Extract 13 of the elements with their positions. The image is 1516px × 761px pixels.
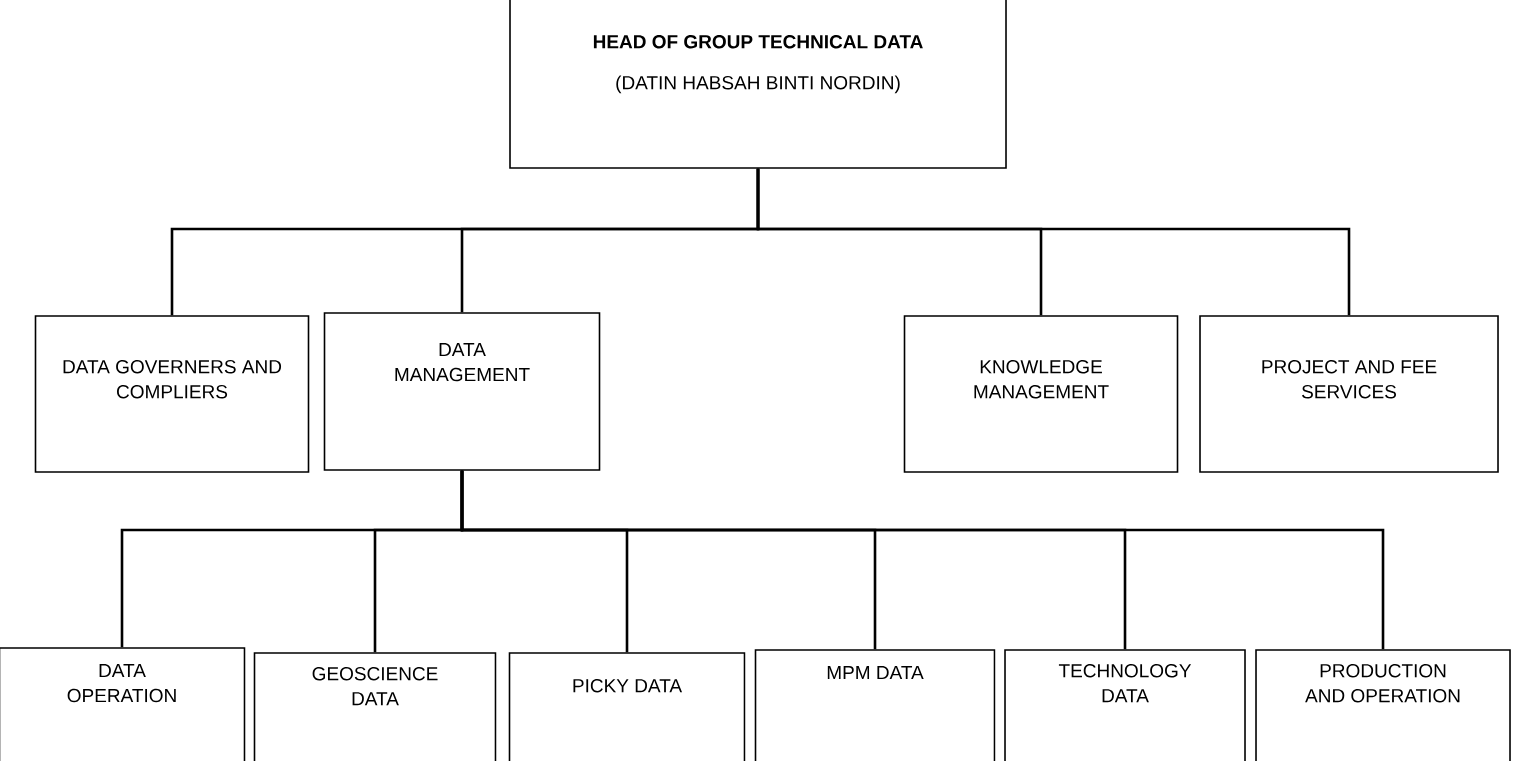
org-box: PROJECT AND FEE SERVICES: [1199, 315, 1499, 473]
org-box: PICKY DATA: [508, 652, 746, 761]
org-box: TECHNOLOGY DATA: [1004, 649, 1246, 761]
org-box: KNOWLEDGE MANAGEMENT: [903, 315, 1179, 473]
org-box: DATA GOVERNERS AND COMPLIERS: [34, 315, 310, 473]
org-box: HEAD OF GROUP TECHNICAL DATA (DATIN HABSAH BINTI NORDIN): [509, 0, 1007, 169]
connector-line: [460, 470, 1385, 650]
connector-line: [756, 168, 1351, 316]
org-box: DATA OPERATION: [0, 647, 246, 761]
org-box: MPM DATA: [754, 649, 996, 761]
org-box: PRODUCTION AND OPERATION: [1255, 649, 1511, 761]
org-box: DATA MANAGEMENT: [323, 312, 601, 471]
org-box: GEOSCIENCE DATA: [253, 652, 497, 761]
